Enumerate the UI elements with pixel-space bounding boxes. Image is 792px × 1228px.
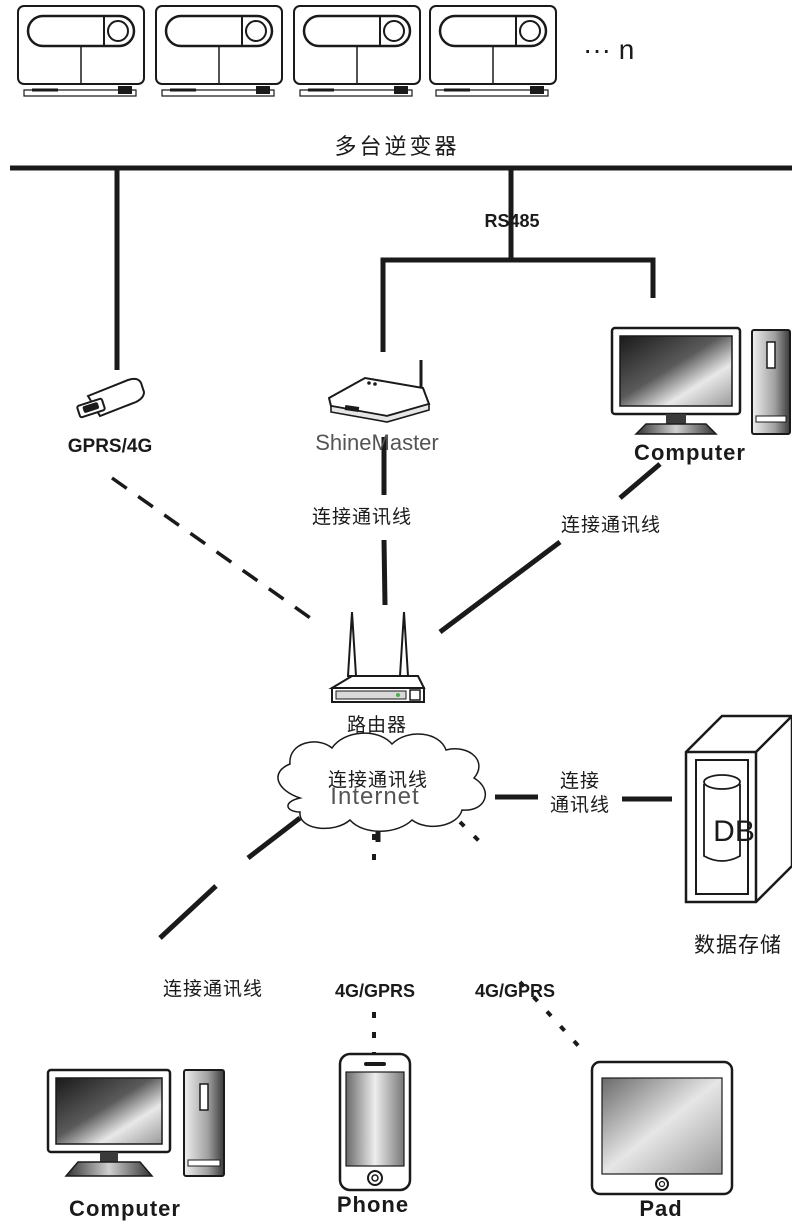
internet-label: Internet — [330, 783, 420, 810]
pad-protocol-label: 4G/GPRS — [474, 981, 556, 1001]
inverters-more-label: ··· n — [583, 34, 635, 65]
bus-title: 多台逆变器 — [334, 135, 460, 160]
internet-computer-line-upper — [246, 816, 302, 860]
rs485-branch-line — [380, 257, 656, 352]
internet-pad-dotted-line-upper — [458, 820, 486, 848]
inverter-4 — [429, 5, 557, 97]
computer-top-label: Computer — [634, 440, 746, 465]
gprs-module-label: GPRS/4G — [67, 436, 153, 457]
phone-protocol-label: 4G/GPRS — [334, 981, 416, 1001]
pad-label: Pad — [639, 1196, 683, 1221]
phone-label: Phone — [336, 1192, 410, 1217]
internet-computer-link-label: 连接通讯线 — [162, 978, 264, 1000]
gprs-router-dashed-line — [110, 476, 318, 624]
phone-icon — [338, 1052, 412, 1192]
inverter-2 — [155, 5, 283, 97]
pad-icon — [590, 1060, 734, 1196]
router-icon — [328, 611, 426, 703]
db-storage-icon — [684, 714, 792, 904]
shinemaster-router-line-lower — [381, 539, 388, 606]
computer-router-line-upper — [618, 462, 662, 500]
gprs-module-icon — [76, 377, 146, 419]
router-label: 路由器 — [346, 714, 408, 736]
shinemaster-icon — [327, 360, 431, 423]
computer-router-link-label: 连接通讯线 — [560, 514, 662, 536]
inverter-3 — [293, 5, 421, 97]
shinemaster-label: ShineMaster — [315, 430, 439, 455]
shinemaster-router-link-label: 连接通讯线 — [311, 506, 413, 528]
router-internet-link-label: 连接通讯线 — [327, 769, 429, 791]
db-link-label-line1: 连接 — [559, 770, 601, 792]
db-caption: 数据存储 — [694, 933, 782, 957]
computer-bottom-icon — [46, 1068, 225, 1177]
internet-computer-line-lower — [158, 884, 218, 940]
computer-top-icon — [610, 326, 791, 435]
db-link-label-line2: 通讯线 — [549, 794, 611, 816]
rs485-label: RS485 — [484, 211, 540, 231]
db-box-label: DB — [713, 815, 755, 848]
internet-cloud-icon — [277, 732, 486, 832]
computer-router-line-lower — [438, 540, 562, 634]
computer-bottom-label: Computer — [69, 1196, 181, 1221]
inverter-1 — [17, 5, 145, 97]
